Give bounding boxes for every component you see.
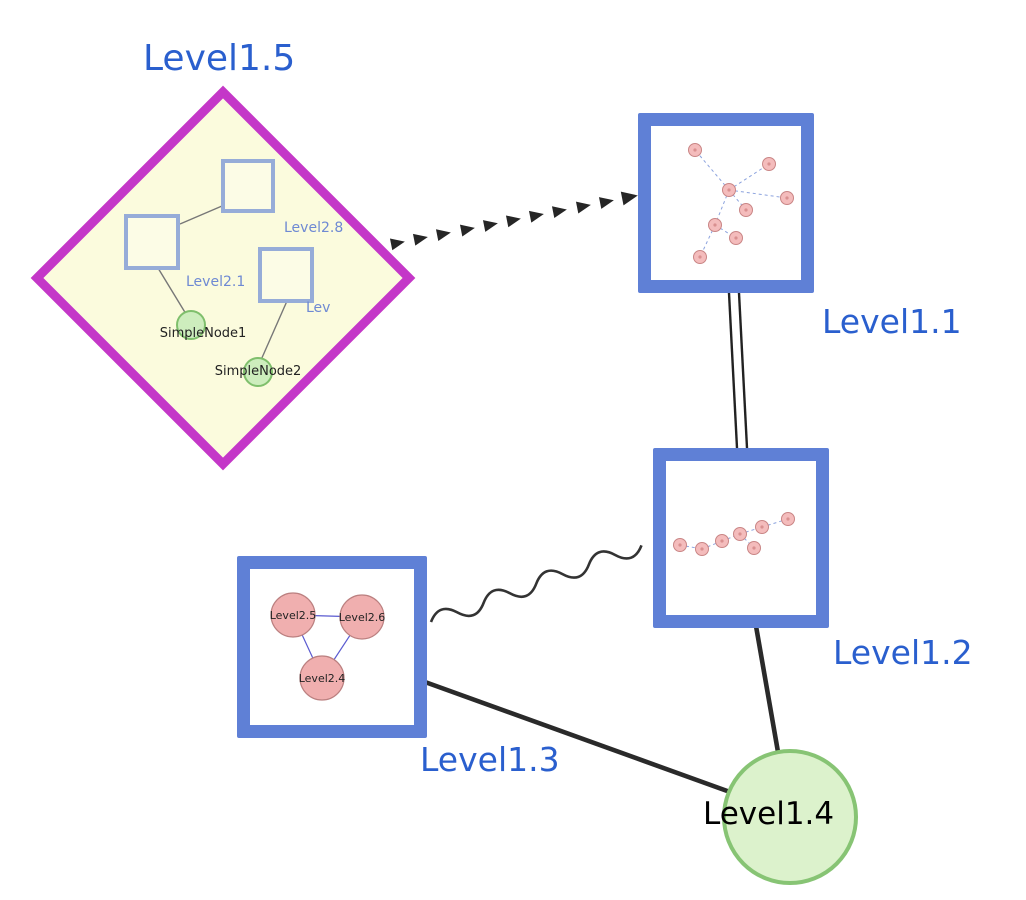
- edge-double-line-b[interactable]: [737, 292, 749, 449]
- group-node-level1-1[interactable]: [638, 113, 814, 293]
- level1-5-inner-edges[interactable]: [157, 205, 288, 361]
- level1-2-subgraph-node-dots: [678, 517, 790, 551]
- subnode-label-level2-5: Level2.5: [270, 609, 317, 622]
- subnode-lev[interactable]: [258, 247, 314, 303]
- subnode-level2-5[interactable]: [270, 592, 316, 638]
- subnode-level2-1[interactable]: [124, 214, 180, 270]
- node-label-level1-2: Level1.2: [833, 633, 973, 672]
- subnode-label-level2-8: Level2.8: [284, 220, 344, 236]
- edge-level1-5-level1-1[interactable]: [389, 189, 639, 251]
- subnode-level2-4[interactable]: [299, 655, 345, 701]
- group-node-level1-3[interactable]: [237, 556, 427, 738]
- edge-double-line-a[interactable]: [727, 292, 739, 449]
- subnode-label-level2-1: Level2.1: [186, 274, 246, 290]
- edge-wavy-path[interactable]: [428, 538, 644, 630]
- level1-1-subgraph: [688, 143, 794, 264]
- edge-lev-simplenode2[interactable]: [260, 300, 288, 361]
- subnode-label-simplenode1: SimpleNode1: [159, 326, 247, 341]
- node-label-level1-1: Level1.1: [822, 302, 962, 341]
- level1-3-subgraph-nodes[interactable]: [270, 592, 385, 701]
- subnode-label-lev: Lev: [306, 300, 331, 316]
- edge-level1-2-level1-4[interactable]: [753, 625, 781, 753]
- edge-level1-3-level1-2[interactable]: [428, 538, 644, 630]
- edge-level1-1-level1-2[interactable]: [727, 292, 749, 449]
- level1-2-subgraph: [673, 512, 795, 556]
- subnode-simplenode1[interactable]: [176, 310, 206, 340]
- level1-1-subgraph-node-dots: [693, 148, 789, 259]
- subnode-label-simplenode2: SimpleNode2: [214, 364, 302, 379]
- node-label-level1-4: Level1.4: [703, 796, 835, 832]
- edge-level1-3-level1-4[interactable]: [424, 679, 731, 795]
- edge-level2-1-level2-8[interactable]: [179, 205, 223, 225]
- level1-3-subgraph: Level2.5 Level2.6 Level2.4: [270, 592, 386, 701]
- subnode-label-level2-6: Level2.6: [339, 611, 386, 624]
- edge-level2-1-simplenode1[interactable]: [157, 267, 187, 315]
- subnode-label-level2-4: Level2.4: [299, 672, 346, 685]
- level1-2-subgraph-nodes[interactable]: [673, 512, 795, 556]
- node-label-level1-3: Level1.3: [420, 740, 560, 779]
- subnode-level2-6[interactable]: [339, 594, 385, 640]
- subnode-simplenode2[interactable]: [243, 357, 273, 387]
- node-level1-4[interactable]: [722, 749, 858, 885]
- subnode-level2-8[interactable]: [221, 159, 275, 213]
- node-label-level1-5: Level1.5: [143, 38, 296, 79]
